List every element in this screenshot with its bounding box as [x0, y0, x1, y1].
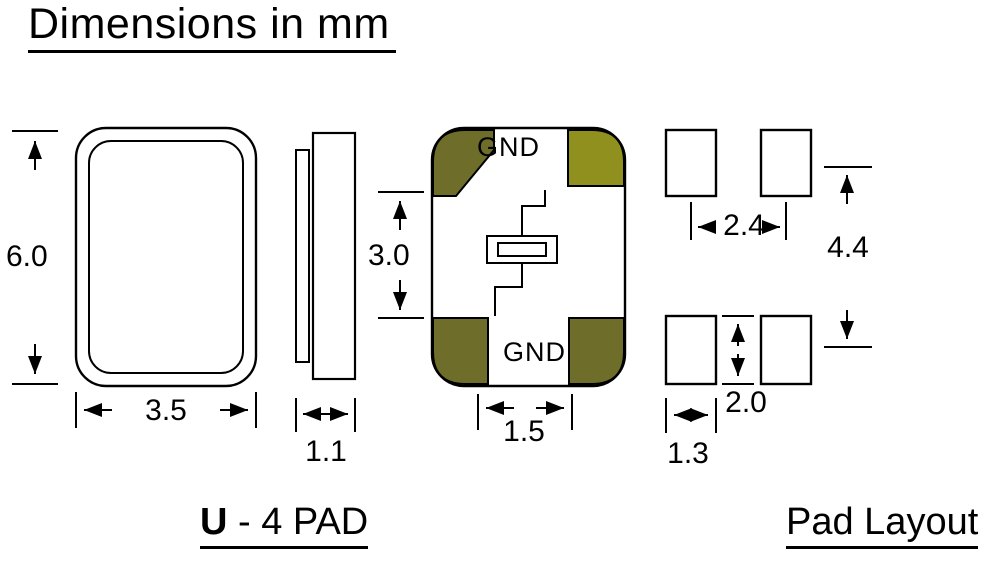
dim-label-width-3-5mm: 3.5 — [145, 394, 187, 427]
dim-label-height-6mm: 6.0 — [6, 240, 48, 273]
package-outline — [74, 126, 258, 388]
layout-pad-bottom-left — [664, 314, 718, 386]
dim-pitch-y-4-4mm — [824, 166, 872, 348]
gnd-label-bottom: GND — [503, 337, 566, 367]
package-side-view — [295, 131, 357, 381]
gnd-label-top: GND — [477, 132, 540, 162]
package-bottom-view — [430, 126, 627, 388]
dim-width-3-5mm — [75, 392, 257, 428]
dim-thickness-1-1mm — [295, 398, 356, 432]
package-type-suffix: - 4 PAD — [227, 501, 369, 543]
dim-label-pitch-y-4-4mm: 4.4 — [827, 231, 869, 264]
side-view-lid — [311, 131, 357, 381]
package-inner-outline — [88, 140, 244, 374]
dim-label-pad-height-2mm: 2.0 — [725, 386, 767, 419]
gnd-pad-bottom-right — [568, 317, 625, 385]
dim-inner-3mm — [378, 191, 424, 319]
dim-pad-width-1-3mm — [665, 398, 717, 433]
dim-label-thickness-1-1mm: 1.1 — [305, 435, 347, 468]
pad-layout-view — [664, 128, 813, 386]
package-type-letter: U — [200, 501, 228, 543]
side-view-base — [295, 149, 310, 363]
layout-pad-bottom-right — [759, 314, 813, 386]
dim-label-inner-3mm: 3.0 — [368, 239, 410, 272]
pad-layout-caption: Pad Layout — [786, 501, 979, 549]
bottom-view-outline — [430, 126, 627, 388]
dim-label-pitch-x-2-4mm: 2.4 — [723, 209, 765, 242]
dim-electrode-1-5mm — [477, 394, 573, 430]
dim-label-electrode-1-5mm: 1.5 — [503, 415, 545, 448]
gnd-pad-bottom-left — [432, 317, 489, 385]
dim-height-6mm — [12, 130, 58, 385]
dim-pad-height-2mm — [722, 315, 754, 385]
layout-pad-top-right — [759, 128, 813, 198]
page-title: Dimensions in mm — [28, 0, 396, 53]
package-type-caption: U - 4 PAD — [200, 501, 369, 549]
package-top-view — [74, 126, 258, 388]
layout-pad-top-left — [664, 128, 718, 198]
dim-label-pad-width-1-3mm: 1.3 — [667, 437, 709, 470]
crystal-symbol — [486, 190, 558, 316]
dim-pitch-x-2-4mm — [690, 202, 787, 240]
